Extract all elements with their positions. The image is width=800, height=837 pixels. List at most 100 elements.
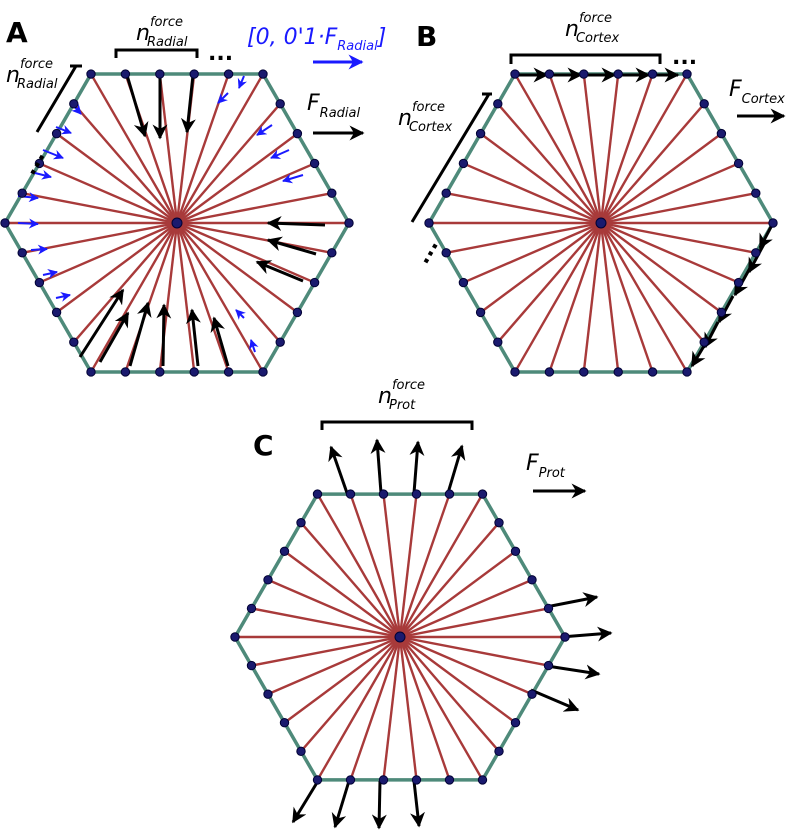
- vertex-node: [458, 158, 469, 169]
- vertex-node: [494, 746, 504, 757]
- panel-c-top-bracket: [320, 420, 474, 430]
- panel-a-force-arrows: [78, 74, 326, 367]
- vertex-node: [258, 367, 268, 377]
- spoke: [72, 222, 178, 343]
- center-node: [595, 217, 607, 229]
- spoke: [176, 103, 282, 224]
- vertex-node: [733, 158, 744, 169]
- force-arrow: [530, 688, 580, 712]
- spoke: [399, 636, 500, 753]
- vertex-node: [378, 775, 389, 785]
- vertex-node: [510, 718, 521, 728]
- vertex-node: [613, 367, 623, 377]
- spoke: [382, 636, 402, 781]
- spoke: [175, 222, 196, 373]
- vertex-node: [733, 277, 744, 288]
- spoke: [316, 636, 402, 781]
- panel-c-force-arrows: [291, 438, 613, 830]
- spoke: [300, 521, 401, 638]
- vertex-node: [543, 603, 554, 614]
- panel-a-spokes: [5, 73, 349, 373]
- minor-arrow: [55, 125, 72, 135]
- vertex-node: [716, 307, 727, 318]
- spoke: [398, 636, 451, 781]
- panel-a-force-label: FRadial: [307, 91, 360, 121]
- spoke: [600, 222, 723, 314]
- force-arrow: [410, 780, 425, 828]
- vertex-node: [223, 69, 234, 79]
- spoke: [267, 635, 401, 696]
- spoke: [599, 73, 689, 224]
- spoke: [462, 221, 602, 284]
- force-arrow: [717, 295, 735, 324]
- vertex-node: [345, 489, 356, 499]
- spoke: [445, 221, 602, 254]
- vertex-node: [51, 128, 62, 139]
- spoke: [176, 222, 299, 314]
- vertex-node: [543, 660, 554, 671]
- vertex-node: [189, 69, 199, 79]
- spoke: [251, 607, 401, 639]
- spoke: [21, 192, 178, 225]
- spoke: [176, 221, 316, 284]
- panel-b-letter: B: [416, 20, 437, 53]
- vertex-node: [527, 689, 537, 699]
- spoke: [599, 73, 654, 224]
- vertex-node: [477, 775, 488, 785]
- force-arrow: [128, 301, 152, 367]
- vertex-node: [345, 775, 356, 785]
- spoke: [89, 73, 179, 224]
- panel-b-force-arrows: [517, 67, 775, 368]
- vertex-node: [458, 277, 469, 288]
- spoke: [175, 73, 265, 224]
- spoke: [283, 636, 401, 724]
- vertex-node: [510, 367, 520, 377]
- spoke: [399, 635, 533, 696]
- vertex-node: [579, 367, 589, 377]
- spoke: [600, 162, 740, 225]
- force-arrow: [291, 780, 320, 824]
- force-arrow: [747, 243, 766, 274]
- vertex-node: [768, 218, 778, 228]
- spoke: [316, 493, 402, 638]
- spoke: [599, 73, 620, 224]
- force-arrow: [125, 74, 149, 138]
- minor-arrow: [282, 173, 304, 184]
- vertex-node: [327, 188, 337, 198]
- force-arrow: [328, 445, 349, 494]
- spoke: [300, 636, 401, 753]
- spoke: [479, 222, 602, 314]
- vertex-node: [34, 277, 45, 288]
- panel-c-spokes: [235, 493, 565, 781]
- vertex-node: [475, 128, 486, 139]
- vertex-node: [510, 546, 521, 556]
- vertex-node: [493, 99, 503, 109]
- force-arrow: [266, 236, 317, 256]
- spoke: [398, 636, 484, 781]
- panel-a-top-bracket: [114, 48, 199, 58]
- spoke: [548, 73, 603, 224]
- minor-arrow: [42, 268, 58, 279]
- vertex-node: [155, 69, 165, 79]
- minor-arrow: [237, 75, 248, 89]
- spoke: [349, 636, 402, 781]
- vertex-node: [292, 128, 303, 139]
- spoke: [462, 162, 602, 225]
- spoke: [600, 192, 757, 225]
- panel-a-top-ellipsis: ...: [208, 41, 233, 66]
- vertex-node: [189, 367, 199, 377]
- panel-a-nodes: [0, 69, 354, 377]
- panel-a-left-bracket: [35, 64, 82, 133]
- vertex-node: [312, 775, 323, 785]
- vertex-node: [120, 69, 131, 79]
- spoke: [176, 221, 333, 254]
- spoke: [158, 73, 179, 224]
- vertex-node: [444, 489, 455, 499]
- spoke: [89, 222, 179, 373]
- spoke: [176, 162, 316, 225]
